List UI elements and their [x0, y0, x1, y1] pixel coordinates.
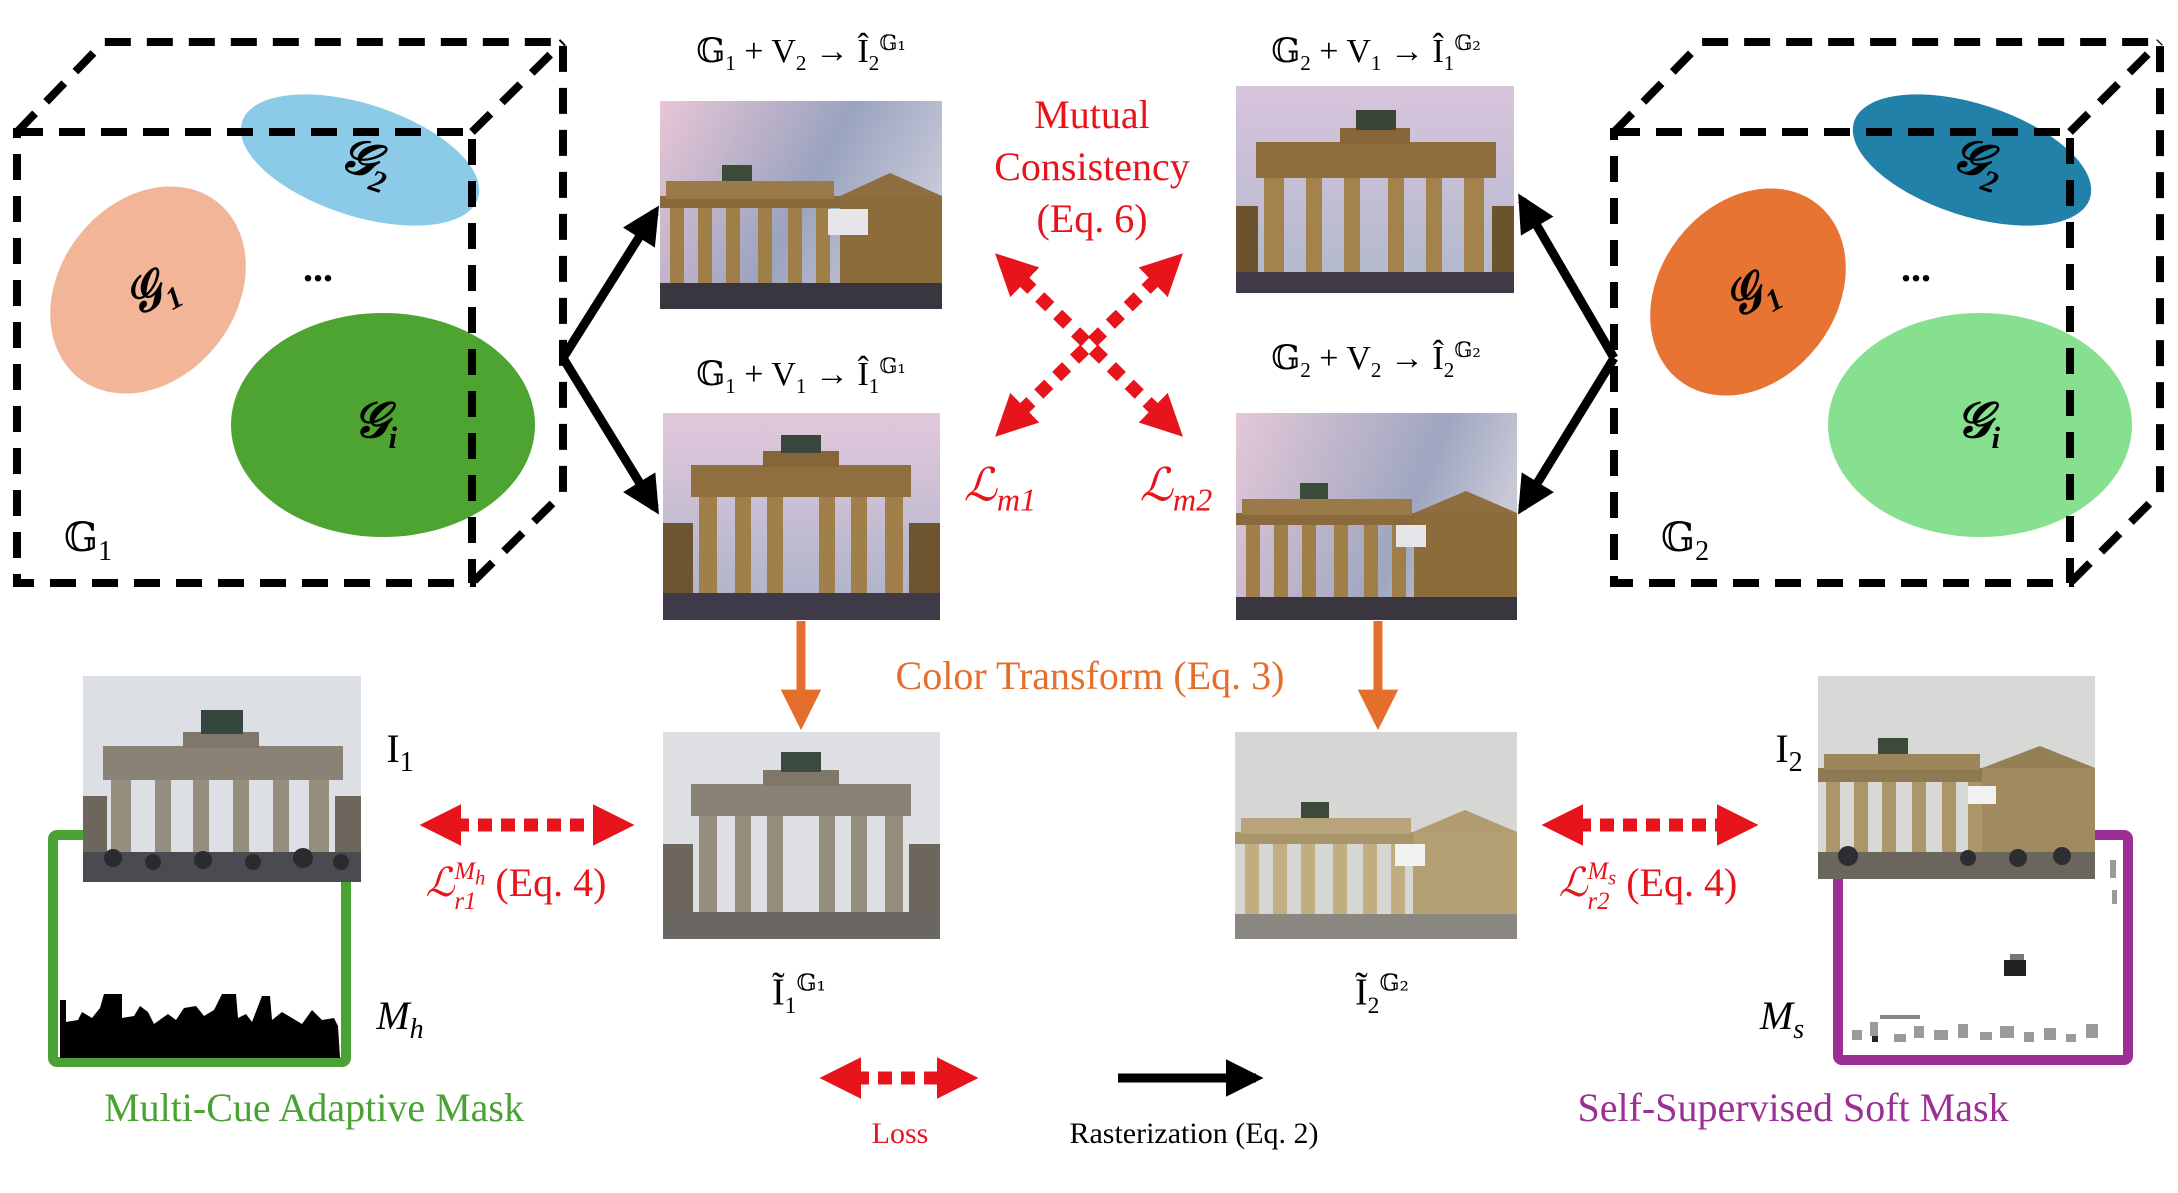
- right-gaussian-cube: [1610, 38, 2164, 587]
- loss-m1-label: ℒm1: [963, 459, 1037, 518]
- formula-g2-v1: 𝔾2 + V1 → Î1𝔾₂: [1271, 29, 1481, 76]
- render-image-g2-v2: [1236, 413, 1517, 620]
- color-transform-arrows: [780, 621, 1399, 731]
- transformed-image-2: [1235, 732, 1517, 939]
- left-gaussian-cube: [13, 38, 567, 587]
- transformed-image-1: [663, 732, 940, 939]
- gate-illustration: [663, 732, 940, 939]
- transformed-label-2: Ĩ2𝔾₂: [1355, 968, 1409, 1019]
- adaptive-mask-caption: Multi-Cue Adaptive Mask: [104, 1085, 524, 1130]
- left-cube-edges: [13, 38, 567, 587]
- gate-illustration: [83, 676, 361, 882]
- color-transform-label: Color Transform (Eq. 3): [895, 653, 1285, 698]
- left-cube-label: 𝔾1: [63, 515, 113, 567]
- left-gaussian-gi-ellipse: [231, 313, 535, 537]
- render-image-g2-v1: [1236, 86, 1514, 293]
- raster-arrow-right-bottom: [1518, 355, 1618, 515]
- raster-arrow-left-top: [559, 205, 660, 361]
- gate-illustration: [1818, 676, 2095, 879]
- formula-g1-v2: 𝔾1 + V2 → Î2𝔾₁: [696, 29, 906, 76]
- right-cube-ellipsis: ...: [1901, 245, 1931, 290]
- rasterization-arrows: [559, 193, 1618, 515]
- mask-label-h: Mh: [376, 993, 424, 1045]
- formula-g1-v1: 𝔾1 + V1 → Î1𝔾₁: [696, 352, 906, 399]
- right-gaussian-gi-ellipse: [1828, 313, 2132, 537]
- render-image-g1-v2: [660, 101, 942, 309]
- legend-raster-label: Rasterization (Eq. 2): [1069, 1117, 1319, 1150]
- mutual-consistency-arrows: [995, 253, 1183, 437]
- gate-illustration: [660, 101, 942, 309]
- mutual-line-3: (Eq. 6): [1036, 196, 1148, 241]
- input-label-2: I2: [1775, 726, 1803, 778]
- left-cube-ellipsis: ...: [303, 245, 333, 290]
- input-image-1: [83, 676, 361, 882]
- right-gaussian-g1-ellipse: [1650, 188, 1846, 396]
- render-image-g1-v1: [663, 413, 940, 620]
- gate-illustration: [1236, 413, 1517, 620]
- formula-g2-v2: 𝔾2 + V2 → Î2𝔾₂: [1271, 336, 1481, 383]
- raster-arrow-right-top: [1518, 193, 1618, 361]
- hard-mask-silhouette: [60, 994, 340, 1058]
- input-image-2: [1818, 676, 2095, 879]
- loss-m2-label: ℒm2: [1139, 459, 1213, 518]
- raster-arrow-left-bottom: [559, 355, 659, 515]
- mutual-consistency-label: Mutual Consistency (Eq. 6): [994, 89, 1190, 245]
- input-label-1: I1: [386, 726, 414, 778]
- mutual-line-1: Mutual: [1034, 92, 1150, 137]
- gate-illustration: [663, 413, 940, 620]
- transformed-label-1: Ĩ1𝔾₁: [772, 968, 826, 1019]
- gate-illustration: [1235, 732, 1517, 939]
- mask-label-s: Ms: [1759, 993, 1805, 1045]
- gate-illustration: [1236, 86, 1514, 293]
- right-cube-edges: [1610, 38, 2164, 587]
- right-cube-label: 𝔾2: [1660, 515, 1710, 567]
- right-gaussian-gi-label: 𝒢i: [1955, 392, 2001, 455]
- left-gaussian-g1-ellipse: [50, 186, 246, 394]
- right-gaussian-g2-ellipse: [1852, 94, 2092, 226]
- legend-loss-label: Loss: [871, 1117, 929, 1150]
- soft-mask-caption: Self-Supervised Soft Mask: [1577, 1085, 2009, 1130]
- mutual-line-2: Consistency: [994, 144, 1190, 189]
- left-gaussian-gi-label: 𝒢i: [352, 392, 398, 455]
- left-gaussian-g2-ellipse: [240, 94, 480, 226]
